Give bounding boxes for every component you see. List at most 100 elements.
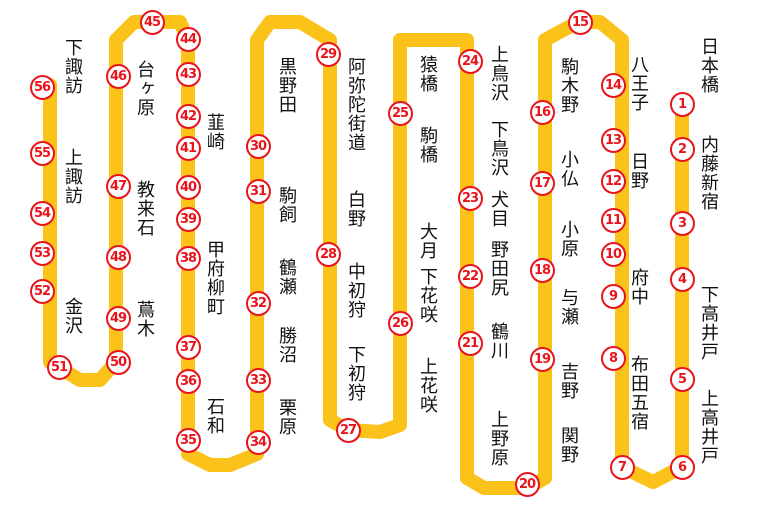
stop-51-marker: 51 bbox=[46, 354, 72, 380]
stop-17-marker: 17 bbox=[529, 170, 555, 196]
station-name-31: 下花咲 bbox=[417, 267, 438, 324]
station-name-37: 黒野田 bbox=[276, 57, 297, 114]
station-name-25: 犬目 bbox=[488, 190, 509, 228]
station-name-35: 白野 bbox=[345, 190, 366, 228]
station-name-46: 台ヶ原 bbox=[134, 60, 155, 117]
station-name-29: 駒橋 bbox=[417, 126, 438, 164]
stop-45-marker: 45 bbox=[139, 9, 165, 35]
stop-43-marker: 43 bbox=[175, 61, 201, 87]
stop-3-marker: 3 bbox=[669, 210, 695, 236]
station-name-48: 蔦木 bbox=[134, 300, 155, 338]
stop-9-marker: 9 bbox=[600, 283, 626, 309]
stop-7-marker: 7 bbox=[609, 454, 635, 480]
stop-4-marker: 4 bbox=[669, 266, 695, 292]
station-name-54: 上諏訪 bbox=[62, 148, 83, 205]
station-name-36: 阿弥陀街道 bbox=[345, 57, 366, 152]
stop-18-marker: 18 bbox=[529, 257, 555, 283]
stop-31-marker: 31 bbox=[245, 178, 271, 204]
station-name-42: 石和 bbox=[204, 397, 225, 435]
stop-10-marker: 10 bbox=[600, 241, 626, 267]
station-name-1: 日本橋 bbox=[698, 37, 719, 94]
station-name-26: 下鳥沢 bbox=[488, 120, 509, 177]
station-name-23: 鶴川 bbox=[488, 322, 509, 360]
station-name-18: 小原 bbox=[558, 220, 579, 258]
station-name-20: 吉野 bbox=[558, 362, 579, 400]
station-name-14: 八王子 bbox=[628, 55, 649, 112]
stop-23-marker: 23 bbox=[457, 185, 483, 211]
stop-37-marker: 37 bbox=[175, 334, 201, 360]
station-name-24: 野田尻 bbox=[488, 240, 509, 297]
stop-52-marker: 52 bbox=[29, 278, 55, 304]
stop-42-marker: 42 bbox=[175, 103, 201, 129]
station-name-27: 上鳥沢 bbox=[488, 45, 509, 102]
stop-54-marker: 54 bbox=[29, 200, 55, 226]
station-name-21: 関野 bbox=[558, 426, 579, 464]
stop-47-marker: 47 bbox=[105, 173, 131, 199]
stop-21-marker: 21 bbox=[457, 330, 483, 356]
stop-15-marker: 15 bbox=[567, 9, 593, 35]
stop-6-marker: 6 bbox=[669, 454, 695, 480]
station-name-16: 駒木野 bbox=[558, 57, 579, 114]
station-name-38: 駒飼 bbox=[276, 186, 297, 224]
station-name-44: 韮崎 bbox=[204, 113, 225, 151]
stop-40-marker: 40 bbox=[175, 174, 201, 200]
station-name-47: 教来石 bbox=[134, 180, 155, 237]
stop-28-marker: 28 bbox=[315, 241, 341, 267]
stop-2-marker: 2 bbox=[669, 136, 695, 162]
stop-30-marker: 30 bbox=[245, 133, 271, 159]
stop-41-marker: 41 bbox=[175, 135, 201, 161]
stop-56-marker: 56 bbox=[29, 74, 55, 100]
stop-20-marker: 20 bbox=[514, 471, 540, 497]
stop-13-marker: 13 bbox=[600, 127, 626, 153]
station-name-51: 金沢 bbox=[62, 297, 83, 335]
station-name-39: 鶴瀬 bbox=[276, 258, 297, 296]
stop-24-marker: 24 bbox=[457, 48, 483, 74]
station-name-30: 大月 bbox=[417, 222, 438, 260]
stop-49-marker: 49 bbox=[105, 305, 131, 331]
stop-36-marker: 36 bbox=[175, 368, 201, 394]
stop-25-marker: 25 bbox=[387, 100, 413, 126]
stop-29-marker: 29 bbox=[315, 41, 341, 67]
station-name-40: 勝沼 bbox=[276, 326, 297, 364]
station-name-28: 猿橋 bbox=[417, 55, 438, 93]
stop-46-marker: 46 bbox=[105, 63, 131, 89]
stop-35-marker: 35 bbox=[175, 427, 201, 453]
stop-38-marker: 38 bbox=[175, 245, 201, 271]
station-name-2: 内藤新宿 bbox=[698, 135, 719, 211]
stop-33-marker: 33 bbox=[245, 367, 271, 393]
stop-26-marker: 26 bbox=[387, 310, 413, 336]
stop-14-marker: 14 bbox=[600, 72, 626, 98]
station-name-22: 上野原 bbox=[488, 410, 509, 467]
station-name-17: 小仏 bbox=[558, 150, 579, 188]
station-name-41: 栗原 bbox=[276, 398, 297, 436]
station-name-9: 府中 bbox=[628, 268, 649, 306]
stop-48-marker: 48 bbox=[105, 244, 131, 270]
station-name-5: 上高井戸 bbox=[698, 389, 719, 465]
station-name-43: 甲府柳町 bbox=[204, 240, 225, 316]
station-name-12: 日野 bbox=[628, 152, 649, 190]
station-name-19: 与瀬 bbox=[558, 288, 579, 326]
stop-34-marker: 34 bbox=[245, 429, 271, 455]
stop-19-marker: 19 bbox=[529, 346, 555, 372]
stop-44-marker: 44 bbox=[175, 26, 201, 52]
station-name-4: 下高井戸 bbox=[698, 285, 719, 361]
station-name-33: 下初狩 bbox=[345, 345, 366, 402]
stop-22-marker: 22 bbox=[457, 263, 483, 289]
stop-16-marker: 16 bbox=[529, 99, 555, 125]
stop-50-marker: 50 bbox=[105, 349, 131, 375]
stop-12-marker: 12 bbox=[600, 168, 626, 194]
stop-5-marker: 5 bbox=[669, 366, 695, 392]
stop-11-marker: 11 bbox=[600, 207, 626, 233]
stop-53-marker: 53 bbox=[29, 240, 55, 266]
station-name-32: 上花咲 bbox=[417, 357, 438, 414]
station-name-56: 下諏訪 bbox=[62, 38, 83, 95]
stop-39-marker: 39 bbox=[175, 206, 201, 232]
station-name-34: 中初狩 bbox=[345, 262, 366, 319]
stop-8-marker: 8 bbox=[600, 345, 626, 371]
stop-27-marker: 27 bbox=[335, 417, 361, 443]
stop-32-marker: 32 bbox=[245, 290, 271, 316]
stop-1-marker: 1 bbox=[669, 91, 695, 117]
station-name-8: 布田五宿 bbox=[628, 355, 649, 431]
stop-55-marker: 55 bbox=[29, 140, 55, 166]
